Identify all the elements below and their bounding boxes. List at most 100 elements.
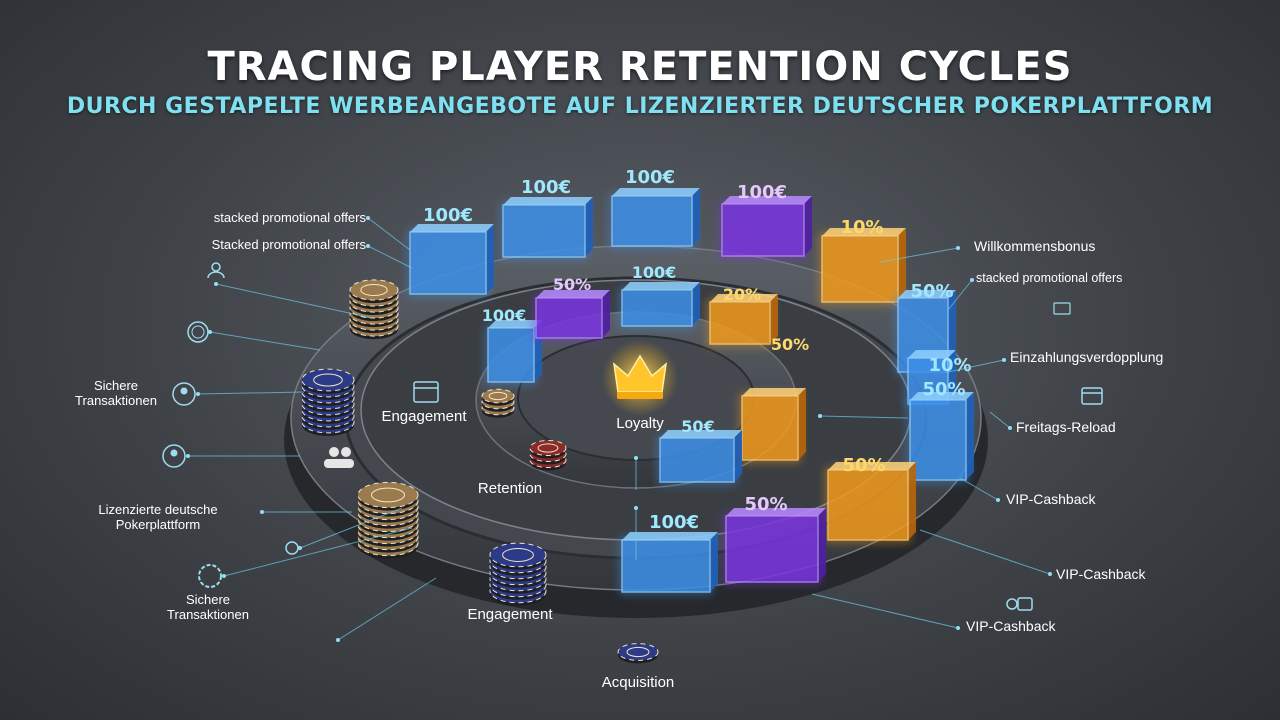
leader-line-18 [819,415,909,419]
inner-block-value-5: 50% [771,335,809,354]
leader-dot-4 [208,330,212,334]
chip-ring-icon [198,564,222,588]
right-label-stacked: stacked promotional offers [976,271,1122,285]
leader-dot-8 [298,546,302,550]
leader-line-8 [299,507,403,549]
dot-ring-icon [285,541,299,555]
leader-line-3 [215,283,373,319]
outer-promo-blocks: 100€ 100€ 100€ 100€ 10% 50% 10% 50% 50% 50% 100€ [406,167,974,596]
group-icon [324,447,354,468]
leader-dot-12 [970,278,974,282]
left-annotations: stacked promotional offers Stacked promo… [75,210,366,622]
leader-dot-16 [1048,572,1052,576]
inner-block-2: 50% [532,275,610,342]
right-label-willkommensbonus: Willkommensbonus [974,238,1095,254]
right-label-vip-1: VIP-Cashback [1006,491,1096,507]
side-icons [162,262,1103,611]
leader-line-5 [197,391,305,395]
chip-stack-7 [617,643,659,664]
leader-dot-10 [336,638,340,642]
inner-block-value-6: 50€ [681,417,714,436]
inner-block-6: 50€ [656,417,742,486]
coins-icon [1006,597,1033,611]
left-label-2: Stacked promotional offers [212,237,367,252]
leader-dot-9 [222,574,226,578]
outer-block-8: 50% [906,379,974,484]
inner-block-value-4: 20% [723,285,761,304]
inner-block-3: 100€ [618,263,700,330]
chip-stack-5 [481,388,515,418]
right-label-einzahlung: Einzahlungsverdopplung [1010,349,1163,365]
leader-line-15 [959,477,999,501]
leader-dot-11 [956,246,960,250]
chip-stack-2 [301,368,355,436]
leader-dot-5 [196,392,200,396]
right-label-freitags: Freitags-Reload [1016,419,1116,435]
leader-line-4 [209,331,321,351]
outer-block-5: 10% [818,217,906,306]
stage-acquisition: Acquisition [602,674,675,691]
inner-block-value-1: 100€ [482,306,527,325]
chip-stack-4 [489,542,547,606]
page-subtitle: DURCH GESTAPELTE WERBEANGEBOTE AUF LIZEN… [66,94,1214,119]
outer-block-value-11: 100€ [649,512,699,533]
leader-line-10 [337,577,437,641]
right-label-vip-3: VIP-Cashback [966,618,1056,634]
leader-dot-1 [366,216,370,220]
leader-dot-19 [634,456,638,460]
chip-stack-3 [357,481,419,559]
leader-line-14 [989,411,1011,429]
chip-stack-6 [529,439,567,471]
ring-icon [187,321,209,343]
outer-block-value-6: 50% [910,281,953,302]
loyalty-center: Loyalty [602,340,678,432]
inner-block-value-3: 100€ [632,263,677,282]
leader-dot-13 [1002,358,1006,362]
user-circle-icon [172,382,196,406]
chip-stacks [301,279,659,664]
outer-block-value-9: 50% [842,455,885,476]
card-icon [1053,302,1071,315]
left-label-1: stacked promotional offers [214,210,367,225]
leader-line-12 [947,279,973,311]
inner-block-5: 50% [738,335,809,464]
leader-line-2 [367,245,413,269]
leader-dot-7 [260,510,264,514]
stage-engagement-inner: Engagement [381,408,467,425]
outer-block-value-5: 10% [840,217,883,238]
chip-stack-1 [349,279,399,340]
page-title: TRACING PLAYER RETENTION CYCLES [207,44,1073,90]
stage-retention: Retention [478,480,542,497]
outer-block-2: 100€ [499,177,593,261]
right-label-vip-2: VIP-Cashback [1056,566,1146,582]
leader-dot-3 [214,282,218,286]
inner-block-4: 20% [706,285,778,348]
outer-block-1: 100€ [406,205,494,298]
outer-block-value-3: 100€ [625,167,675,188]
crown-icon [612,354,668,399]
leader-dot-17 [956,626,960,630]
leader-dot-15 [996,498,1000,502]
loyalty-label: Loyalty [616,415,664,432]
leader-lines [186,216,1052,642]
leader-line-17 [811,593,959,629]
inner-block-1: 100€ [482,306,542,386]
outer-block-11: 100€ [618,512,718,596]
outer-block-9: 50% [824,455,916,544]
leader-dot-6 [186,454,190,458]
leader-dot-20 [634,506,638,510]
leader-dot-14 [1008,426,1012,430]
calendar-icon-right [1081,387,1103,405]
leader-line-11 [879,247,959,263]
outer-block-value-7: 10% [928,355,971,376]
outer-block-value-1: 100€ [423,205,473,226]
leader-line-1 [367,217,411,251]
right-annotations: Willkommensbonus stacked promotional off… [966,238,1163,634]
outer-block-value-4: 100€ [737,182,787,203]
outer-block-4: 100€ [718,182,812,260]
user-circle-icon-2 [162,444,186,468]
